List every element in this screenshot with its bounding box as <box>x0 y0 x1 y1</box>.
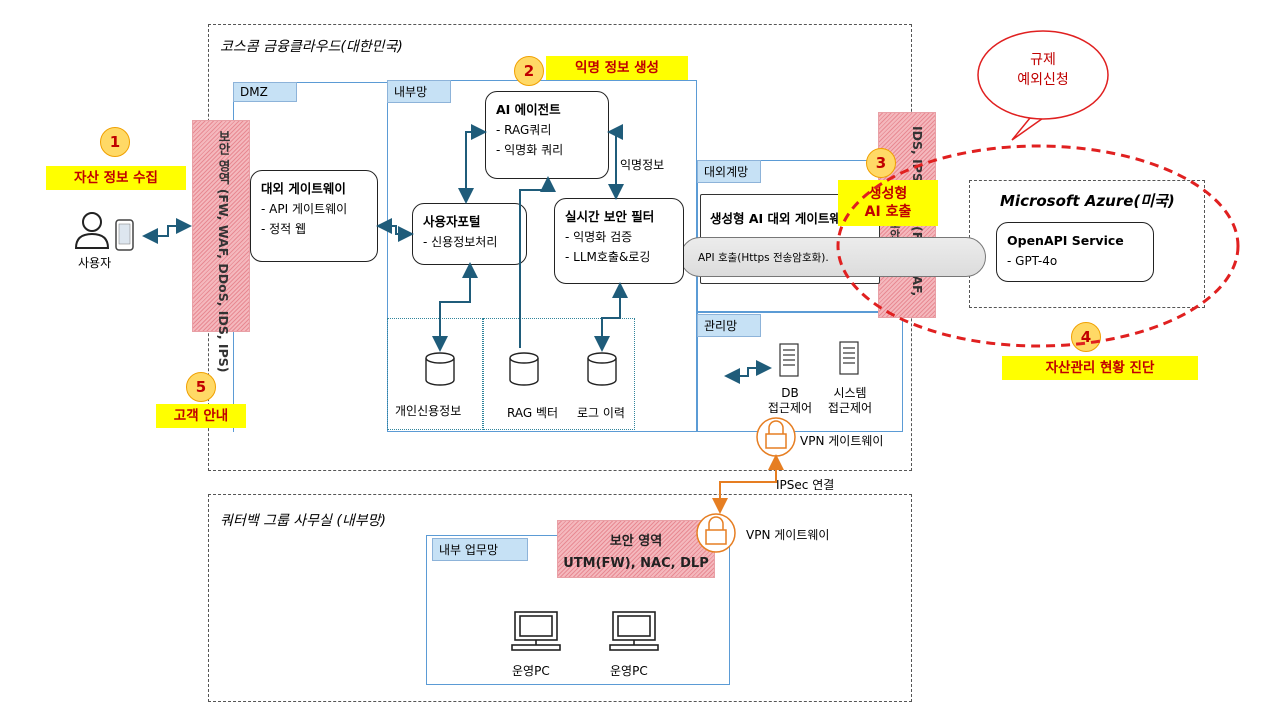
step-1-label: 자산 정보 수집 <box>46 166 186 190</box>
mgmt-net-box <box>697 312 903 432</box>
gen-ai-gateway-title: 생성형 AI 대외 게이트웨이 <box>710 211 853 226</box>
external-gateway-item-2: - 정적 웹 <box>261 222 307 236</box>
realtime-filter-item-1: - 익명화 검증 <box>565 230 633 244</box>
step-3-label: 생성형 AI 호출 <box>838 180 938 226</box>
vpn-bottom-label: VPN 게이트웨이 <box>746 528 830 542</box>
office-zone-title: 쿼터백 그룹 사무실 (내부망) <box>220 513 386 529</box>
realtime-filter-title: 실시간 보안 필터 <box>565 209 655 224</box>
external-gateway-title: 대외 게이트웨이 <box>261 181 346 196</box>
step-4-badge: 4 <box>1071 322 1101 352</box>
office-internal-label: 내부 업무망 <box>432 538 528 561</box>
mgmt-net-label: 관리망 <box>697 314 761 337</box>
ai-agent-item-2: - 익명화 쿼리 <box>496 143 564 157</box>
security-zone-left <box>192 120 250 332</box>
office-zone <box>208 494 912 702</box>
step-5-badge: 5 <box>186 372 216 402</box>
external-gateway-item-1: - API 게이트웨이 <box>261 202 348 216</box>
server-label-1: DB 접근제어 <box>767 386 813 415</box>
office-security-title: 보안 영역 <box>609 534 663 549</box>
ai-agent-item-1: - RAG쿼리 <box>496 123 552 137</box>
step-2-label: 익명 정보 생성 <box>546 56 688 80</box>
external-gateway: 대외 게이트웨이 - API 게이트웨이 - 정적 웹 <box>250 170 378 262</box>
user-portal: 사용자포털 - 신용정보처리 <box>412 203 527 265</box>
ipsec-label: IPSec 연결 <box>776 478 835 492</box>
pc-label-2: 운영PC <box>610 664 648 678</box>
office-security-sub: UTM(FW), NAC, DLP <box>563 556 709 571</box>
step-4-label: 자산관리 현황 진단 <box>1002 356 1198 380</box>
pc-label-1: 운영PC <box>512 664 550 678</box>
openapi-service-item-1: - GPT-4o <box>1007 254 1058 268</box>
azure-zone-title: Microsoft Azure(미국) <box>1000 192 1175 210</box>
anon-info-label: 익명정보 <box>620 158 665 172</box>
user-portal-item-1: - 신용정보처리 <box>423 235 498 249</box>
dmz-label: DMZ <box>233 82 297 102</box>
user-label: 사용자 <box>78 256 112 270</box>
user-portal-title: 사용자포털 <box>423 214 481 229</box>
step-1-badge: 1 <box>100 127 130 157</box>
ai-agent: AI 에이전트 - RAG쿼리 - 익명화 쿼리 <box>485 91 609 179</box>
step-5-label: 고객 안내 <box>156 404 246 428</box>
db-label-2: RAG 벡터 <box>507 406 559 420</box>
mobile-device-icon <box>115 219 134 251</box>
internal-net-label: 내부망 <box>387 80 451 103</box>
openapi-service-title: OpenAPI Service <box>1007 233 1124 248</box>
koscom-cloud-title: 코스콤 금융클라우드(대한민국) <box>220 39 403 55</box>
security-zone-left-label: 보안 영역 (FW, WAF, DDoS, IDS, IPS) <box>216 130 231 373</box>
step-3-badge: 3 <box>866 148 896 178</box>
ai-agent-title: AI 에이전트 <box>496 102 561 117</box>
api-pipe-label: API 호출(Https 전송암호화). <box>698 252 829 264</box>
user-icon <box>74 212 110 249</box>
vpn-top-label: VPN 게이트웨이 <box>800 434 884 448</box>
db-label-1: 개인신용정보 <box>395 404 462 418</box>
db-label-3: 로그 이력 <box>577 406 625 420</box>
server-label-2: 시스템 접근제어 <box>827 386 873 415</box>
external-net-label: 대외계망 <box>697 160 761 183</box>
office-security-zone <box>557 520 715 578</box>
step-3-text: 생성형 AI 호출 <box>864 186 912 220</box>
security-zone-right-label-top: IDS, IPS) <box>910 126 925 188</box>
regulation-bubble-text: 규제 예외신청 <box>1017 52 1069 88</box>
step-2-badge: 2 <box>514 56 544 86</box>
realtime-filter-item-2: - LLM호출&로깅 <box>565 250 651 264</box>
openapi-service: OpenAPI Service - GPT-4o <box>996 222 1154 282</box>
user-to-security-arrow <box>142 218 192 244</box>
realtime-security-filter: 실시간 보안 필터 - 익명화 검증 - LLM호출&로깅 <box>554 198 684 284</box>
db-zone-2 <box>483 318 635 430</box>
